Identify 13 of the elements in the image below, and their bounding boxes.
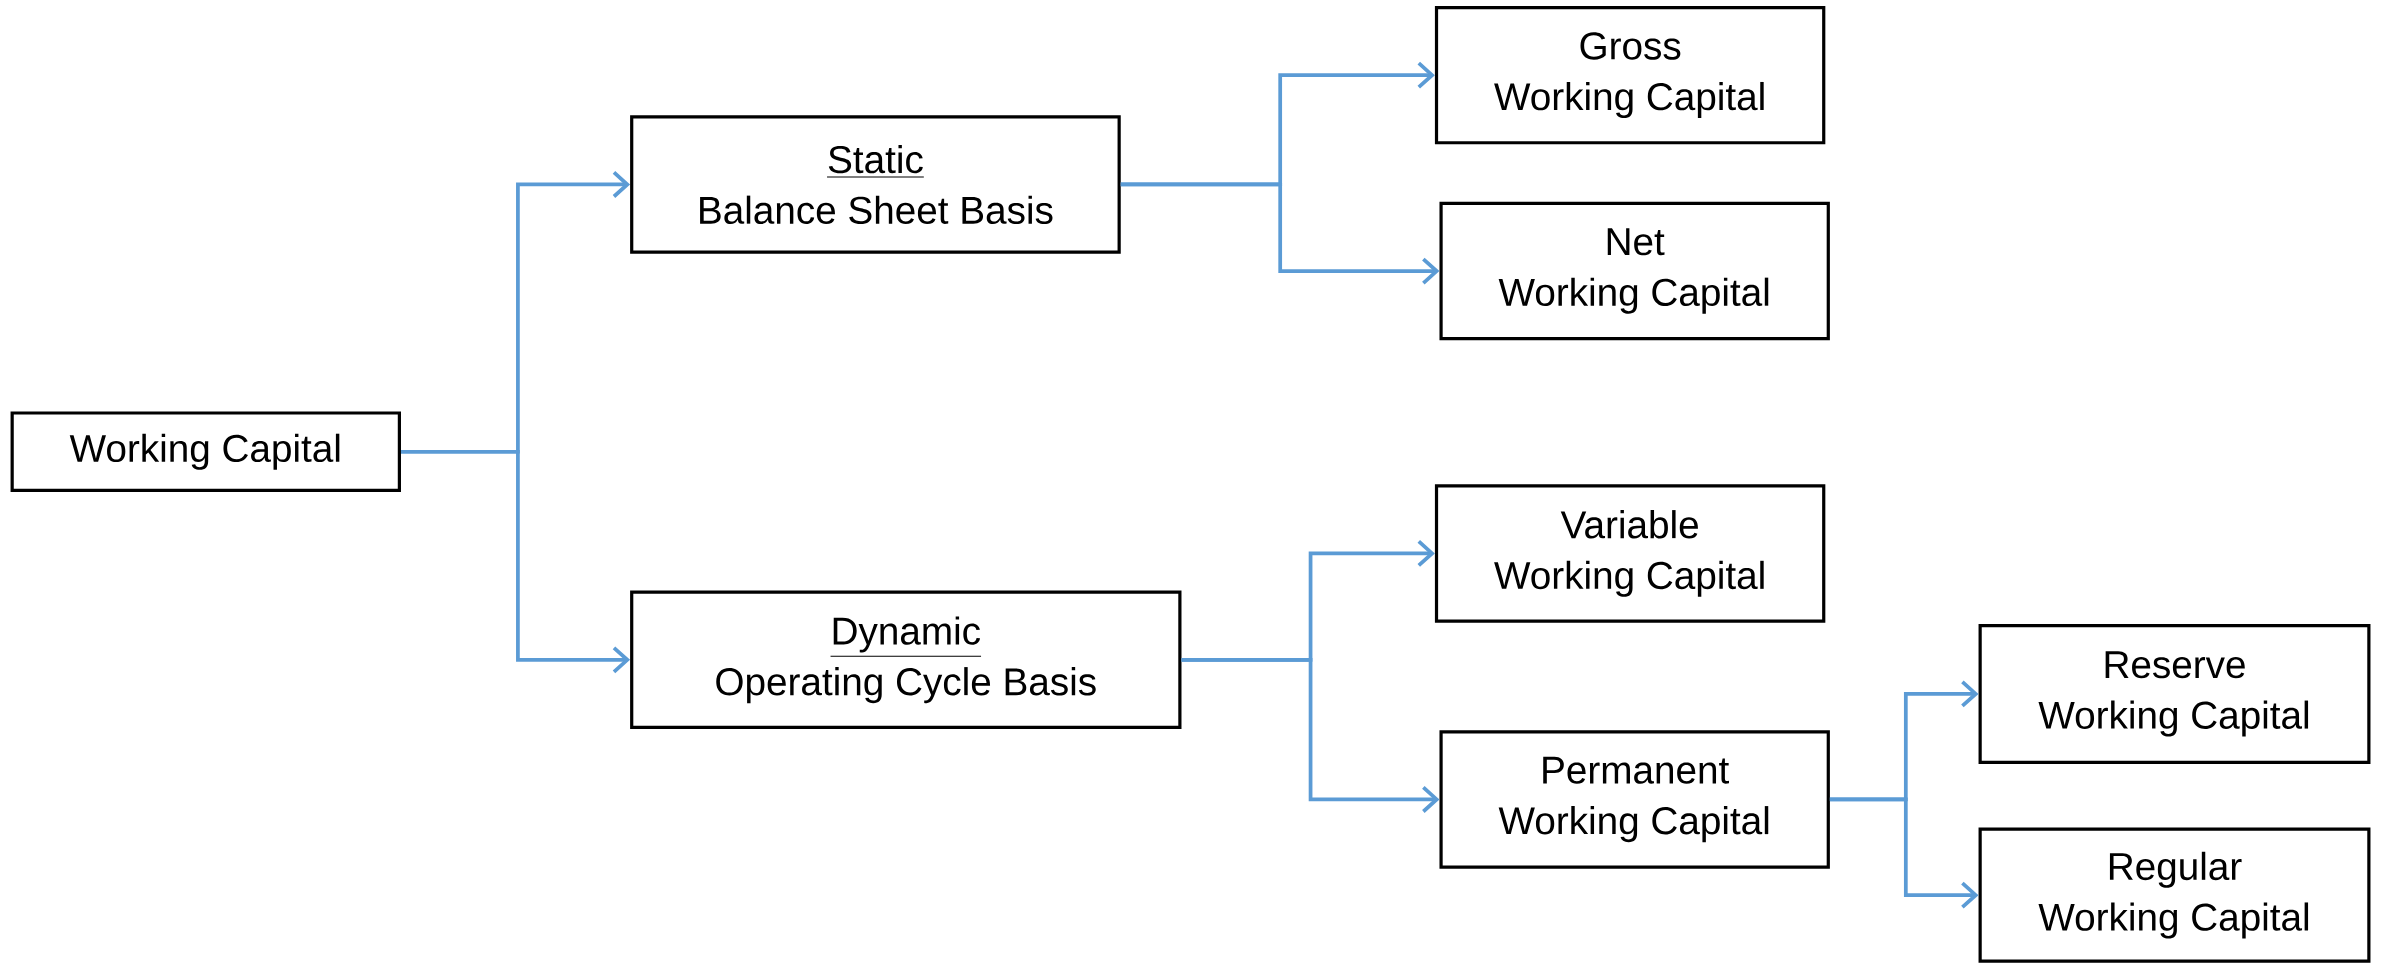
process-box: Gross Working Capital [1434, 5, 1826, 145]
process-box: Working Capital [10, 411, 401, 492]
process-box: Dynamic Operating Cycle Basis [630, 590, 1182, 729]
arrow [1181, 657, 1440, 813]
arrow [401, 449, 631, 674]
process-box: Net Working Capital [1439, 201, 1830, 341]
process-box: Permanent Working Capital [1439, 730, 1830, 869]
process-box: Regular Working Capital [1978, 827, 2371, 963]
process-box: Reserve Working Capital [1978, 623, 2371, 764]
process-box: Static Balance Sheet Basis [630, 115, 1121, 254]
arrow [1829, 797, 1979, 909]
process-box: Variable Working Capital [1434, 484, 1826, 623]
arrow [1120, 182, 1440, 285]
